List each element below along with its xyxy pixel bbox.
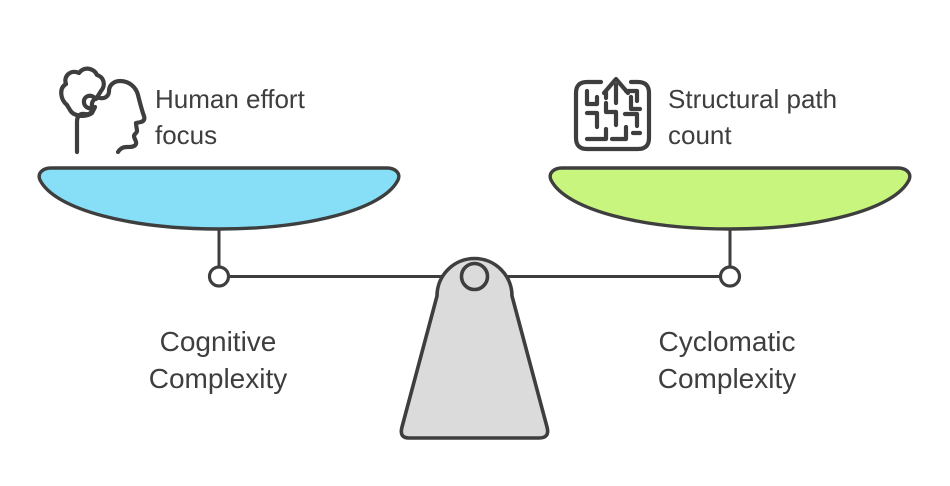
right-pan-label: Cyclomatic Complexity [658,323,796,397]
scale-outline-group [37,66,912,440]
left-heading-line-1: Human effort [155,84,305,114]
left-label-line-1: Cognitive [159,326,277,357]
maze-wall [628,94,643,112]
pivot-hole [459,261,490,292]
head-puzzle-icon [59,66,147,155]
arrow-head [601,76,631,96]
maze-wall [609,124,629,142]
maze-wall [603,100,619,128]
right-beam-joint [718,265,742,288]
maze-wall [622,111,640,129]
right-heading-line-2: count [668,120,732,150]
head-profile-shape [74,78,147,155]
maze-wall [623,88,640,104]
maze-wall [584,88,600,107]
left-pan [37,166,401,231]
maze-wall [584,110,600,130]
left-pan-label: Cognitive Complexity [149,323,287,397]
left-pan-heading: Human effort focus [155,81,305,153]
left-label-line-2: Complexity [148,363,288,394]
fulcrum [399,256,550,440]
right-pan-heading: Structural path count [668,81,837,153]
right-label-line-1: Cyclomatic [658,326,796,357]
right-pan [548,166,912,231]
right-heading-line-1: Structural path [668,84,838,114]
puzzle-piece-shape [59,66,106,118]
maze-border [573,79,652,152]
left-beam-joint [207,265,231,288]
left-heading-line-2: focus [155,120,218,150]
right-label-line-2: Complexity [657,363,797,394]
maze-wall [584,126,609,142]
maze-arrow-icon [573,76,652,152]
